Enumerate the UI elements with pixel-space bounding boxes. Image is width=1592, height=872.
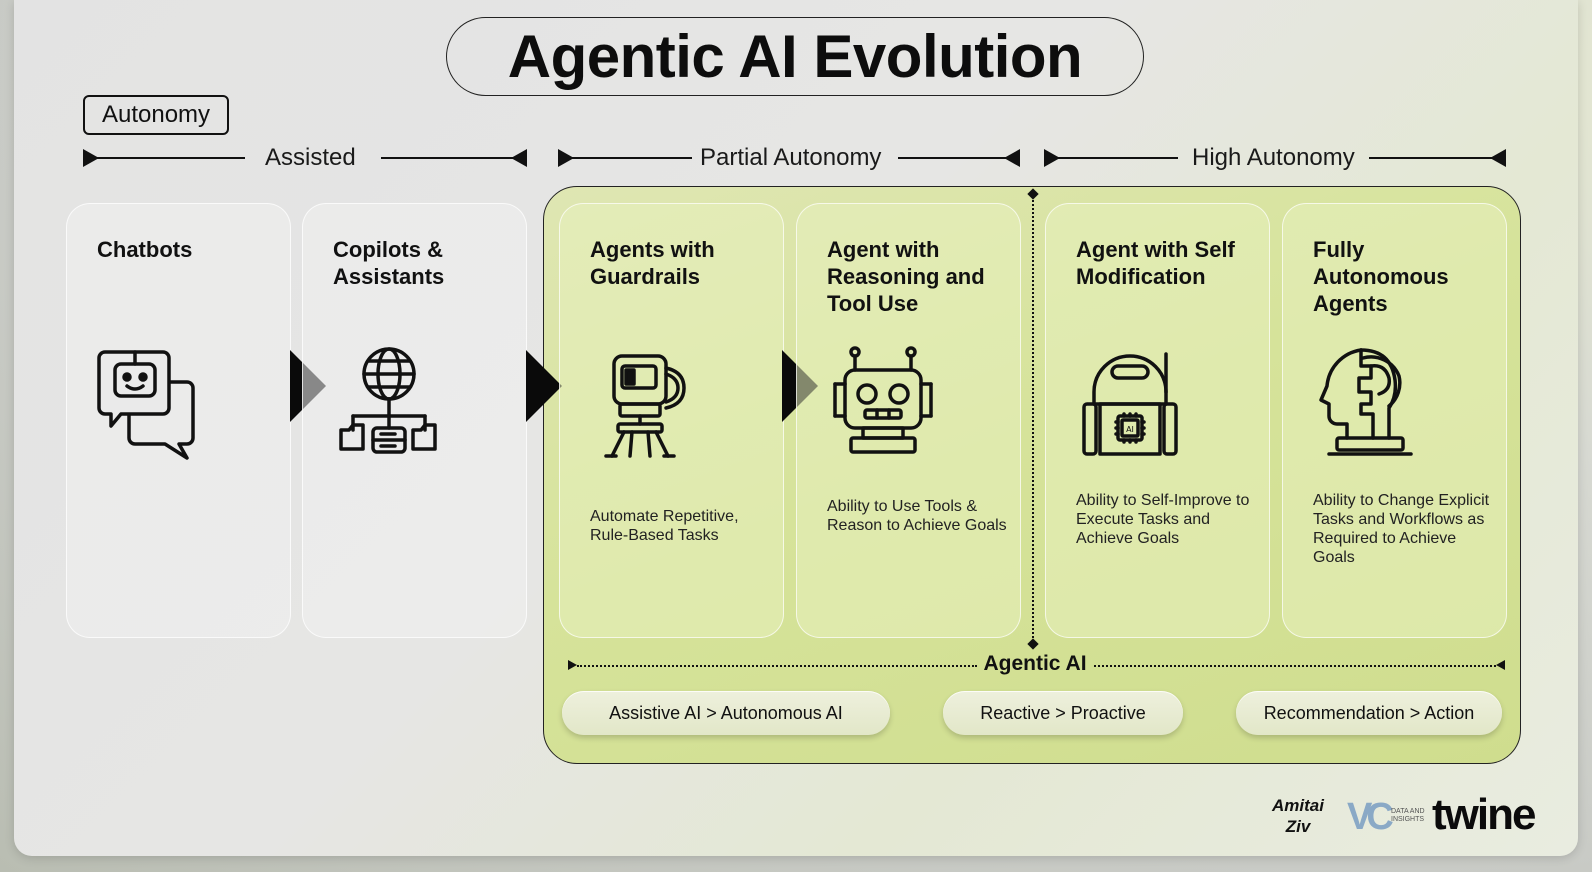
card-description: Automate Repetitive, Rule-Based Tasks (590, 508, 739, 544)
card-title: Copilots & Assistants (333, 237, 445, 289)
progression-arrow-icon (526, 350, 562, 422)
card-title: Agent with Reasoning and Tool Use (827, 237, 985, 316)
card-agents-with-guardrails: Agents with Guardrails Automate Repetiti… (559, 203, 784, 638)
guarded-robot-icon (600, 344, 720, 464)
range-assisted: Assisted (83, 140, 527, 176)
range-high-autonomy: High Autonomy (1044, 140, 1506, 176)
card-title: Chatbots (97, 237, 193, 262)
range-label: High Autonomy (1192, 144, 1355, 171)
autonomy-divider (1032, 193, 1034, 645)
author-logo: Amitai Ziv (1272, 796, 1324, 836)
agentic-ai-label: Agentic AI (983, 652, 1087, 675)
card-fully-autonomous-agents: Fully Autonomous Agents Ability to Chang… (1282, 203, 1507, 638)
autonomy-label: Autonomy (83, 95, 229, 135)
card-agent-reasoning-tool-use: Agent with Reasoning and Tool Use Abilit… (796, 203, 1021, 638)
range-label: Partial Autonomy (700, 144, 882, 171)
svg-text:AI: AI (1126, 425, 1134, 434)
agentic-line-left (577, 665, 977, 667)
agentic-arrow-right-icon (1496, 660, 1505, 670)
card-description: Ability to Change Explicit Tasks and Wor… (1313, 492, 1490, 566)
range-arrow-left-icon (558, 149, 574, 167)
page-title: Agentic AI Evolution (446, 17, 1144, 96)
shift-pill-recommendation-action: Recommendation > Action (1236, 691, 1502, 735)
card-chatbots: Chatbots (66, 203, 291, 638)
vc-data-insights-logo: VC DATA AND INSIGHTS (1347, 796, 1425, 838)
agentic-line-right (1094, 665, 1496, 667)
card-title: Agents with Guardrails (590, 237, 715, 289)
card-title: Fully Autonomous Agents (1313, 237, 1449, 316)
card-description: Ability to Self-Improve to Execute Tasks… (1076, 492, 1250, 547)
shift-pill-reactive-proactive: Reactive > Proactive (943, 691, 1183, 735)
card-description: Ability to Use Tools & Reason to Achieve… (827, 498, 1007, 534)
agentic-arrow-left-icon (568, 660, 577, 670)
card-agent-self-modification: Agent with Self Modification AI Ability … (1045, 203, 1270, 638)
twine-logo: twine (1432, 790, 1536, 839)
ai-head-profile-icon (1313, 344, 1433, 464)
card-copilots-assistants: Copilots & Assistants (302, 203, 527, 638)
range-arrow-right-icon (1004, 149, 1020, 167)
robot-head-icon (833, 344, 953, 464)
range-arrow-right-icon (511, 149, 527, 167)
range-label: Assisted (265, 144, 356, 171)
range-arrow-right-icon (1490, 149, 1506, 167)
card-title: Agent with Self Modification (1076, 237, 1235, 289)
range-arrow-left-icon (1044, 149, 1060, 167)
range-partial-autonomy: Partial Autonomy (558, 140, 1020, 176)
ai-chip-robot-icon: AI (1080, 344, 1200, 464)
chatbot-icon (97, 344, 217, 464)
network-globe-icon (339, 344, 459, 464)
range-arrow-left-icon (83, 149, 99, 167)
shift-pill-assistive-autonomous: Assistive AI > Autonomous AI (562, 691, 890, 735)
